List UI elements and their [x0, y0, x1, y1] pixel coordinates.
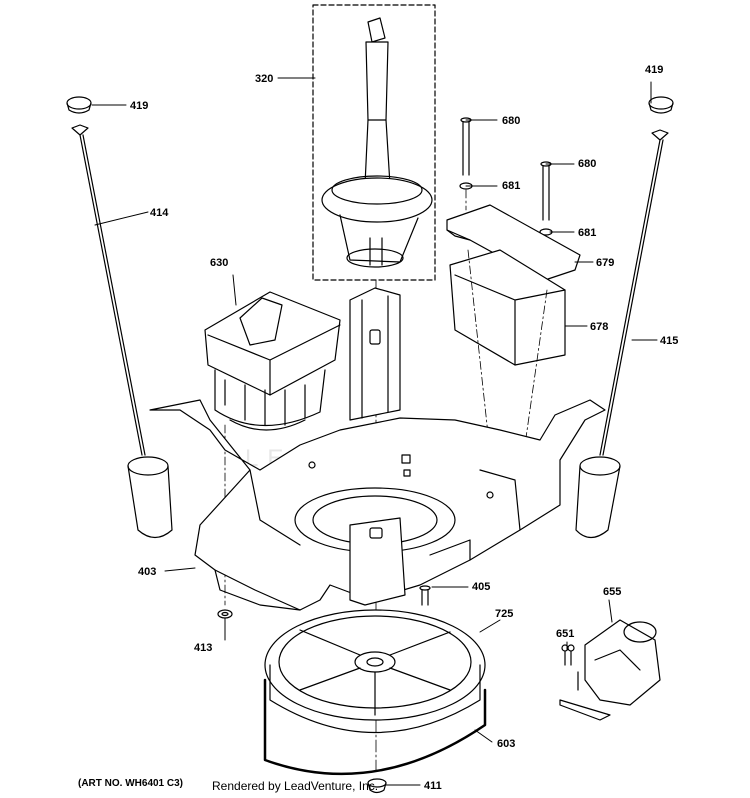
drive-support[interactable] [349, 287, 401, 421]
bolt-680-b[interactable] [540, 161, 552, 221]
callout-603[interactable]: 603 [497, 738, 515, 750]
callout-725[interactable]: 725 [495, 608, 513, 620]
bolt-405[interactable] [419, 585, 431, 606]
drive-block[interactable] [349, 517, 406, 606]
callout-655[interactable]: 655 [603, 586, 621, 598]
callout-405[interactable]: 405 [472, 581, 490, 593]
callout-680-b[interactable]: 680 [578, 158, 596, 170]
motor-630[interactable] [204, 291, 341, 431]
counterweight-678[interactable] [449, 249, 566, 366]
callout-681-a[interactable]: 681 [502, 180, 520, 192]
callout-630[interactable]: 630 [210, 257, 228, 269]
callout-419-left[interactable]: 419 [130, 100, 148, 112]
base-platform-403[interactable] [149, 399, 606, 611]
art-number: (ART NO. WH6401 C3) [78, 778, 184, 789]
belt-603[interactable] [263, 678, 487, 776]
callout-413[interactable]: 413 [194, 642, 212, 654]
callout-403[interactable]: 403 [138, 566, 156, 578]
callout-679[interactable]: 679 [596, 257, 614, 269]
pump-655[interactable] [559, 619, 661, 721]
rendered-by-credit: Rendered by LeadVenture, Inc. [212, 779, 379, 793]
nut-411[interactable] [367, 778, 387, 794]
transmission-assembly-320[interactable] [312, 4, 436, 281]
nut-413[interactable] [217, 609, 233, 619]
callout-415[interactable]: 415 [660, 335, 678, 347]
callout-419-right[interactable]: 419 [645, 64, 663, 76]
bolt-680-a[interactable] [460, 117, 472, 176]
callout-411[interactable]: 411 [424, 780, 442, 792]
callout-680-a[interactable]: 680 [502, 115, 520, 127]
pulley-725[interactable] [264, 609, 486, 734]
suspension-rod-414[interactable] [71, 124, 173, 539]
cap-419-left[interactable] [66, 96, 92, 114]
callout-labels: 320 419 419 414 415 680 680 681 681 679 … [130, 64, 678, 792]
callout-651[interactable]: 651 [556, 628, 574, 640]
callout-414[interactable]: 414 [150, 207, 169, 219]
suspension-rod-415[interactable] [575, 129, 669, 539]
screw-651[interactable] [561, 644, 579, 691]
callout-678[interactable]: 678 [590, 321, 608, 333]
callout-320[interactable]: 320 [255, 73, 273, 85]
leader-lines [91, 77, 658, 786]
callout-681-b[interactable]: 681 [578, 227, 596, 239]
cap-419-right[interactable] [648, 96, 674, 114]
